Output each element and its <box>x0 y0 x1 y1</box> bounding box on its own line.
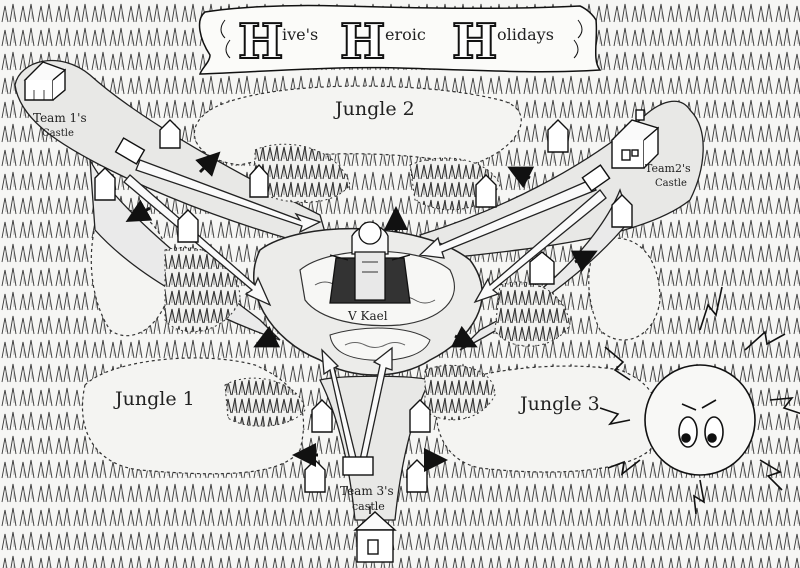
team3-castle <box>353 506 397 563</box>
team2-castle-label-line2: Castle <box>655 178 687 189</box>
pine-tree-icon <box>164 246 241 333</box>
center-character-label: V Kael <box>347 309 388 323</box>
team3-castle-label-line2: castle <box>352 500 385 513</box>
tower-icon <box>406 459 428 493</box>
tower-icon <box>249 163 269 198</box>
sun-face-icon <box>599 286 800 515</box>
jungle3-label: Jungle 3 <box>518 393 600 415</box>
caped-hero-icon <box>329 221 411 304</box>
lane-team3 <box>319 375 431 521</box>
title-word3-rest: olidays <box>497 25 554 44</box>
pine-tree-icon <box>254 143 351 203</box>
title-word3-initial: H <box>452 14 497 70</box>
title-word1-initial: H <box>238 14 283 70</box>
tower-icon <box>409 399 431 433</box>
spawn-markers <box>114 137 611 476</box>
jungle2-label: Jungle 2 <box>333 98 415 120</box>
right-clearing <box>588 237 661 341</box>
pine-tree-icon <box>494 281 571 347</box>
title-banner <box>198 4 602 75</box>
castle-icon <box>23 61 660 563</box>
title-word2-rest: eroic <box>385 25 426 44</box>
tower-icon <box>159 119 181 149</box>
jungle1-label: Jungle 1 <box>113 388 195 410</box>
towers <box>94 119 633 493</box>
pine-tree-icon <box>224 377 306 427</box>
tower-icon <box>611 194 633 228</box>
lower-pool <box>329 327 431 361</box>
tower-icon <box>311 399 333 433</box>
tower-icon <box>177 209 199 243</box>
pine-tree-icon <box>424 364 496 421</box>
lane-arrows <box>123 159 607 461</box>
team3-castle-label-line1: Team 3's <box>340 484 394 498</box>
title-word1-rest: ive's <box>282 25 318 44</box>
team2-castle <box>610 109 660 169</box>
tower-icon <box>547 119 569 153</box>
tower-icon <box>94 167 116 201</box>
team1-castle-label-line2: Castle <box>42 128 74 139</box>
team1-castle <box>23 61 67 101</box>
title-word2-initial: H <box>340 14 385 70</box>
team1-castle-label-line1: Team 1's <box>33 111 87 125</box>
tower-icon <box>529 251 555 285</box>
team2-castle-label-line1: Team2's <box>645 162 691 175</box>
tower-icon <box>475 174 497 208</box>
small-arrow-icon <box>125 151 598 472</box>
